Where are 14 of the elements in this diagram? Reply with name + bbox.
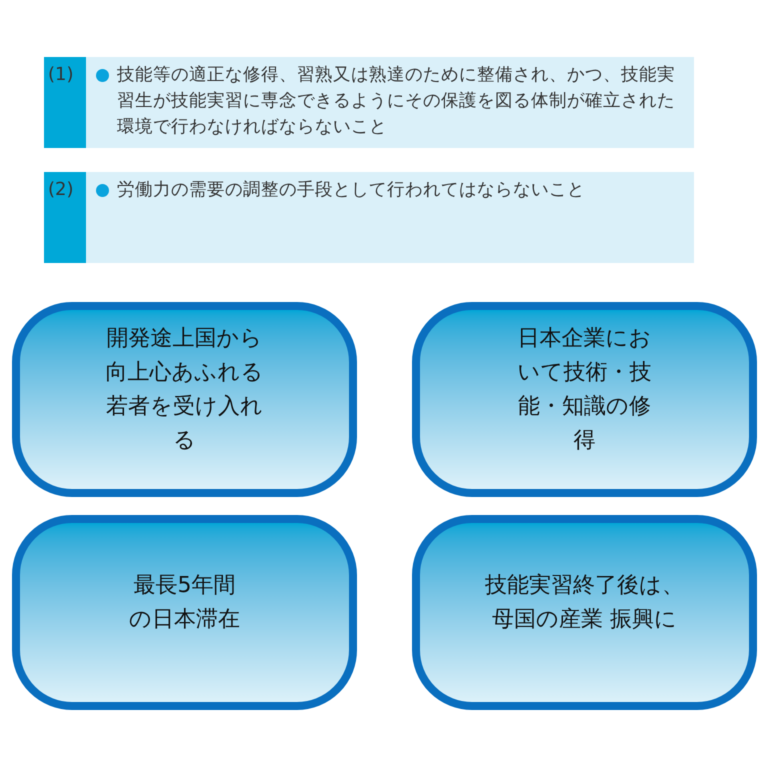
box-text: 日本企業において技術・技能・知識の修得	[516, 324, 652, 454]
body-text: 労働力の需要の調整の手段として行われてはならないこと	[117, 179, 586, 202]
body-text: 技能等の適正な修得、習熟又は熟達のために整備され、かつ、技能実習生が技能実習に専念できるようにその保護を図る体制が確立された環境で行わなければならないこと	[117, 64, 676, 139]
rounded-box	[412, 302, 757, 497]
numbered-panel	[44, 172, 694, 263]
item-number: (1)	[48, 63, 74, 87]
box-text: 技能実習終了後は、母国の産業 振興に	[484, 572, 685, 634]
box-text: 最長5年間の日本滞在	[128, 572, 241, 634]
rounded-box	[12, 515, 357, 710]
rounded-box	[12, 302, 357, 497]
rounded-box	[412, 515, 757, 710]
box-text: 開発途上国から向上心あふれる若者を受け入れる	[104, 324, 264, 454]
numbered-panel	[44, 57, 694, 148]
item-number: (2)	[48, 178, 74, 202]
